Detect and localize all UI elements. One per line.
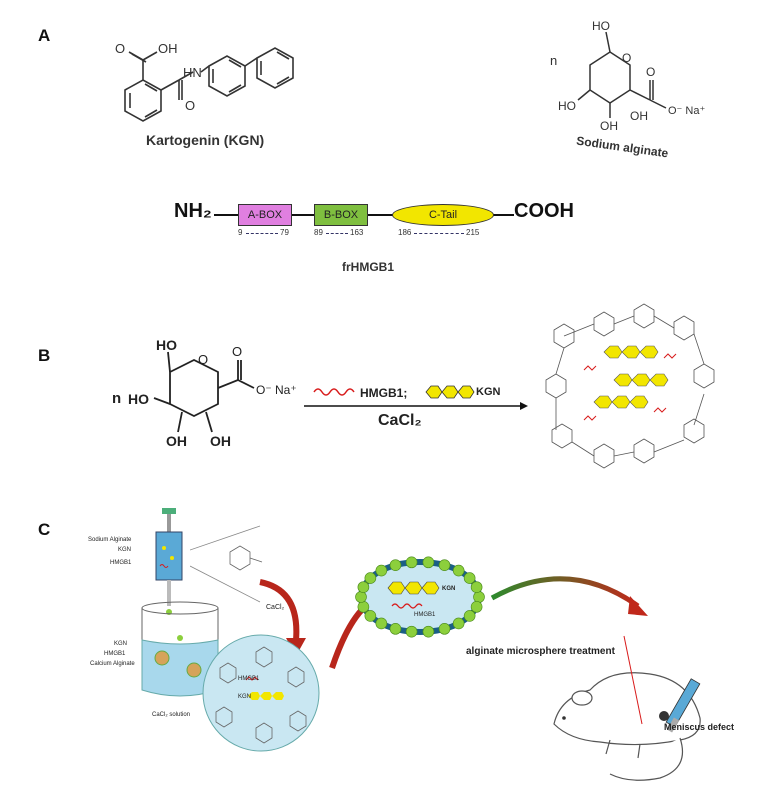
hmgb1-domain-map: NH₂ A-BOX B-BOX C-Tail COOH 9 79 89 163 … bbox=[174, 198, 594, 258]
syringe-illustration bbox=[155, 508, 183, 615]
panel-label-a: A bbox=[38, 26, 51, 45]
zoom-circle bbox=[202, 634, 320, 752]
syringe-label-hmgb1: HMGB1 bbox=[110, 560, 132, 566]
microsphere-bead bbox=[364, 610, 377, 622]
nterm-label: NH₂ bbox=[174, 200, 212, 222]
microsphere-bead bbox=[389, 623, 402, 635]
reagent-hmgb1: HMGB1; bbox=[360, 386, 408, 400]
alginate-a-o: O bbox=[622, 51, 631, 65]
microsphere-bead bbox=[470, 601, 483, 613]
b-carboxylate: O⁻ Na⁺ bbox=[256, 383, 297, 397]
range-a-end: 79 bbox=[280, 228, 289, 237]
alginate-a-ho: HO bbox=[592, 19, 610, 33]
domain-b-box: B-BOX bbox=[314, 204, 368, 226]
microsphere-label-kgn: KGN bbox=[442, 586, 456, 592]
treatment-arrow bbox=[490, 576, 648, 616]
range-b-start: 89 bbox=[314, 228, 323, 237]
b-oh-bottom1: OH bbox=[166, 433, 187, 449]
range-c-start: 186 bbox=[398, 228, 412, 237]
alginate-a-carboxylate: O⁻ Na⁺ bbox=[668, 105, 705, 117]
alginate-structure-a: n HO O HO OH OH O O⁻ Na⁺ bbox=[550, 19, 705, 133]
b-ring-o: O bbox=[198, 352, 208, 367]
microsphere-bead bbox=[463, 610, 476, 622]
microsphere-bead bbox=[438, 559, 451, 571]
zoom-molecule bbox=[190, 525, 263, 603]
microsphere-bead bbox=[355, 591, 367, 603]
range-a-start: 9 bbox=[238, 228, 243, 237]
range-b-end: 163 bbox=[350, 228, 364, 237]
kgn-o1: O bbox=[115, 41, 125, 56]
domain-a-box: A-BOX bbox=[238, 204, 292, 226]
kgn-amide: HN bbox=[183, 65, 202, 80]
beaker-label-calcium: Calcium Alginate bbox=[90, 661, 135, 667]
meniscus-defect-label: Meniscus defect bbox=[664, 722, 735, 732]
beaker-illustration bbox=[141, 601, 219, 697]
mouse-illustration bbox=[553, 635, 701, 781]
reagent-kgn: KGN bbox=[476, 386, 501, 398]
treatment-label: alginate microsphere treatment bbox=[466, 646, 615, 657]
microsphere-bead bbox=[422, 556, 435, 569]
b-n-label: n bbox=[112, 390, 122, 407]
b-oh-bottom2: OH bbox=[210, 433, 231, 449]
range-c-end: 215 bbox=[466, 228, 480, 237]
kgn-o2: O bbox=[185, 98, 195, 113]
kgn-cooh: OH bbox=[158, 41, 178, 56]
range-a-line bbox=[246, 233, 278, 234]
beaker-label-hmgb1: HMGB1 bbox=[104, 651, 126, 657]
domain-c-tail: C-Tail bbox=[392, 204, 494, 226]
syringe-label-alginate: Sodium Alginate bbox=[88, 537, 132, 543]
kartogenin-structure: O OH HN O bbox=[115, 41, 294, 122]
microsphere-bead bbox=[389, 559, 402, 571]
b-carbonyl-o: O bbox=[232, 344, 242, 359]
crosslinked-network bbox=[545, 303, 715, 469]
microsphere-bead bbox=[405, 625, 418, 638]
range-b-line bbox=[326, 233, 348, 234]
zoom-label-kgn: KGN bbox=[238, 694, 252, 700]
panel-label-c: C bbox=[38, 520, 51, 539]
b-ho-left: HO bbox=[128, 391, 149, 407]
microsphere-illustration bbox=[355, 556, 485, 638]
microsphere-bead bbox=[463, 572, 476, 584]
protein-name: frHMGB1 bbox=[342, 260, 395, 274]
alginate-a-oh1: OH bbox=[600, 119, 618, 133]
microsphere-bead bbox=[452, 617, 465, 630]
cterm-label: COOH bbox=[514, 200, 574, 222]
alginate-a-carbonyl-o: O bbox=[646, 65, 655, 79]
microsphere-label-hmgb1: HMGB1 bbox=[414, 612, 436, 618]
microsphere-bead bbox=[452, 564, 465, 577]
kartogenin-name: Kartogenin (KGN) bbox=[146, 132, 265, 148]
microsphere-bead bbox=[422, 625, 435, 638]
reagent-cacl2: CaCl₂ bbox=[378, 412, 422, 429]
microsphere-bead bbox=[357, 581, 370, 593]
panel-label-b: B bbox=[38, 346, 51, 365]
alginate-a-ho2: HO bbox=[558, 99, 576, 113]
microsphere-bead bbox=[438, 623, 451, 635]
alginate-a-oh2: OH bbox=[630, 109, 648, 123]
b-ho-top: HO bbox=[156, 337, 177, 353]
microsphere-bead bbox=[405, 556, 418, 569]
syringe-label-kgn: KGN bbox=[118, 547, 132, 553]
microsphere-bead bbox=[357, 601, 370, 613]
microsphere-bead bbox=[375, 617, 388, 630]
microsphere-bead bbox=[364, 572, 377, 584]
alginate-a-n: n bbox=[550, 53, 557, 68]
beaker-label-kgn: KGN bbox=[114, 641, 128, 647]
alginate-structure-b: HO O HO OH OH O O⁻ Na⁺ bbox=[128, 337, 297, 449]
microsphere-bead bbox=[473, 591, 485, 603]
range-c-line bbox=[414, 233, 464, 234]
microsphere-bead bbox=[375, 564, 388, 577]
cacl2-solution-label: CaCl₂ solution bbox=[152, 712, 191, 718]
reaction-arrow bbox=[304, 385, 528, 410]
cacl2-arrow-label: CaCl₂ bbox=[266, 604, 285, 611]
zoom-label-hmgb1: HMGB1 bbox=[238, 676, 260, 682]
microsphere-bead bbox=[470, 581, 483, 593]
